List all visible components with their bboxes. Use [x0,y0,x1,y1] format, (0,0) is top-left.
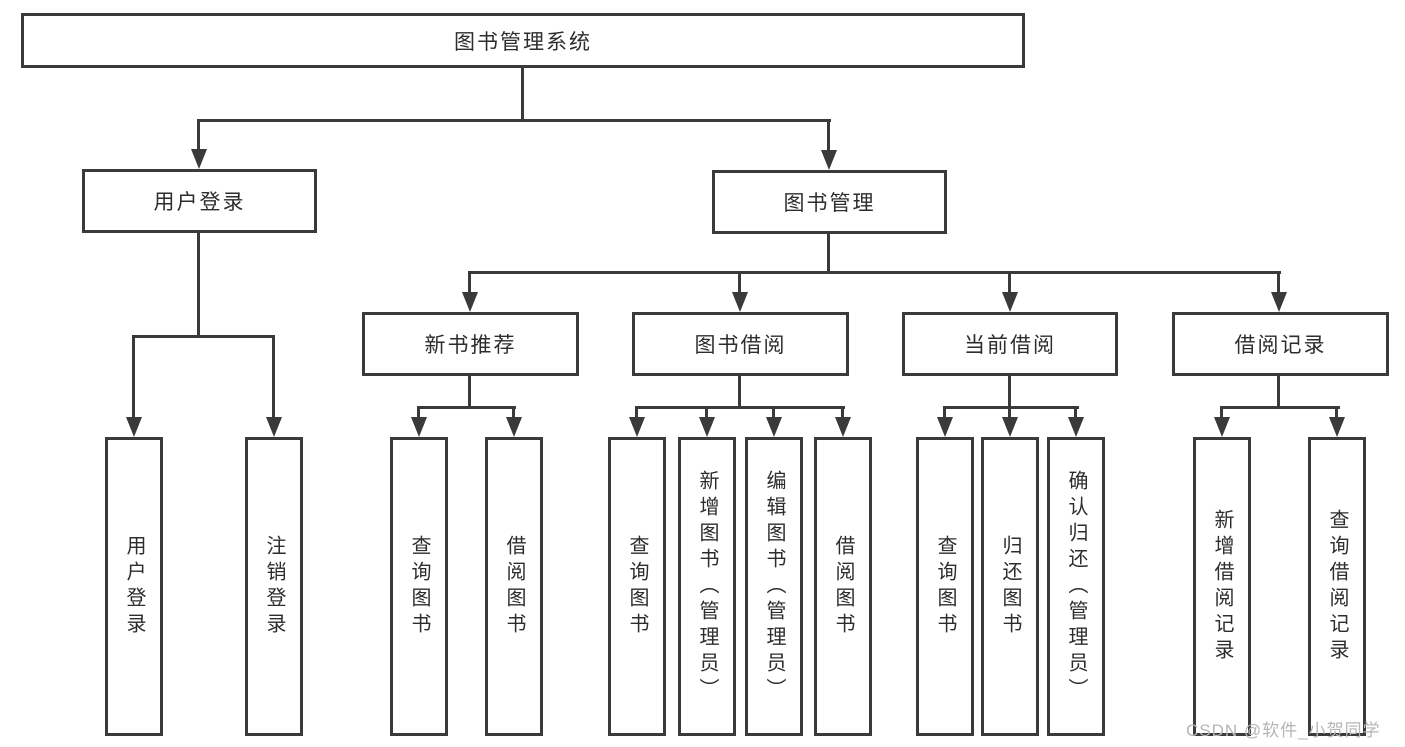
arrowhead-down-icon [191,149,207,169]
arrowhead-down-icon [937,417,953,437]
connector-line [1277,376,1280,408]
node-new-book-recommend-label: 新书推荐 [424,334,517,357]
connector-line [1008,406,1011,421]
connector-line [635,406,845,409]
arrowhead-down-icon [1068,417,1084,437]
leaf-borrow-books-2: 借阅图书 [814,437,872,736]
node-current-borrowing-label: 当前借阅 [964,334,1056,357]
arrowhead-down-icon [766,417,782,437]
node-user-login-label: 用户登录 [153,191,246,214]
connector-line [132,335,275,338]
leaf-logout: 注销登录 [245,437,303,736]
connector-line [1008,376,1011,408]
leaf-query-books-3: 查询图书 [916,437,974,736]
leaf-add-book-admin-label: 新增图书（管理员） [696,469,718,704]
connector-line [272,335,275,421]
arrowhead-down-icon [1271,292,1287,312]
connector-line [1335,406,1338,421]
connector-line [772,406,775,421]
node-new-book-recommend: 新书推荐 [362,312,579,376]
arrowhead-down-icon [506,417,522,437]
connector-line [468,271,1281,274]
leaf-borrow-books-1: 借阅图书 [485,437,543,736]
node-book-borrowing: 图书借阅 [632,312,849,376]
node-current-borrowing: 当前借阅 [902,312,1118,376]
arrowhead-down-icon [1002,417,1018,437]
connector-line [827,119,830,155]
leaf-query-books-2: 查询图书 [608,437,666,736]
leaf-query-books-2-label: 查询图书 [626,534,648,639]
leaf-user-login: 用户登录 [105,437,163,736]
connector-line [738,376,741,408]
node-user-login: 用户登录 [82,169,317,233]
arrowhead-down-icon [732,292,748,312]
arrowhead-down-icon [699,417,715,437]
arrowhead-down-icon [1329,417,1345,437]
connector-line [1220,406,1340,409]
connector-line [1220,406,1223,421]
leaf-user-login-label: 用户登录 [123,534,145,639]
connector-line [1074,406,1077,421]
arrowhead-down-icon [126,417,142,437]
leaf-confirm-return-admin-label: 确认归还（管理员） [1065,469,1087,704]
connector-line [1277,271,1280,297]
leaf-edit-book-admin-label: 编辑图书（管理员） [763,469,785,704]
arrowhead-down-icon [821,150,837,170]
connector-line [197,233,200,338]
connector-line [132,335,135,421]
connector-line [705,406,708,421]
leaf-query-books-1: 查询图书 [390,437,448,736]
leaf-return-book-label: 归还图书 [999,534,1021,639]
leaf-logout-label: 注销登录 [263,534,285,639]
leaf-add-book-admin: 新增图书（管理员） [678,437,736,736]
leaf-query-books-1-label: 查询图书 [408,534,430,639]
node-book-management-label: 图书管理 [783,192,876,215]
node-borrowing-records: 借阅记录 [1172,312,1389,376]
connector-line [841,406,844,421]
leaf-confirm-return-admin: 确认归还（管理员） [1047,437,1105,736]
arrowhead-down-icon [835,417,851,437]
connector-line [197,119,831,122]
connector-line [635,406,638,421]
leaf-edit-book-admin: 编辑图书（管理员） [745,437,803,736]
connector-line [512,406,515,421]
csdn-watermark: CSDN @软件_小贺同学 [1186,721,1381,740]
connector-line [468,271,471,297]
connector-line [521,68,524,122]
arrowhead-down-icon [411,417,427,437]
connector-line [417,406,420,421]
arrowhead-down-icon [1002,292,1018,312]
leaf-query-books-3-label: 查询图书 [934,534,956,639]
leaf-query-borrow-record: 查询借阅记录 [1308,437,1366,736]
arrowhead-down-icon [462,292,478,312]
node-root-label: 图书管理系统 [454,30,592,54]
node-book-borrowing-label: 图书借阅 [694,334,787,357]
leaf-borrow-books-1-label: 借阅图书 [503,534,525,639]
connector-line [468,376,471,408]
node-book-management: 图书管理 [712,170,947,234]
connector-line [738,271,741,297]
arrowhead-down-icon [1214,417,1230,437]
connector-line [827,234,830,274]
leaf-query-borrow-record-label: 查询借阅记录 [1326,508,1348,665]
arrowhead-down-icon [266,417,282,437]
connector-line [943,406,946,421]
leaf-return-book: 归还图书 [981,437,1039,736]
leaf-add-borrow-record: 新增借阅记录 [1193,437,1251,736]
leaf-borrow-books-2-label: 借阅图书 [832,534,854,639]
connector-line [197,119,200,155]
leaf-add-borrow-record-label: 新增借阅记录 [1211,508,1233,665]
connector-line [1008,271,1011,297]
node-borrowing-records-label: 借阅记录 [1234,334,1327,357]
node-root: 图书管理系统 [21,13,1025,68]
arrowhead-down-icon [629,417,645,437]
connector-line [943,406,1079,409]
connector-line [417,406,516,409]
